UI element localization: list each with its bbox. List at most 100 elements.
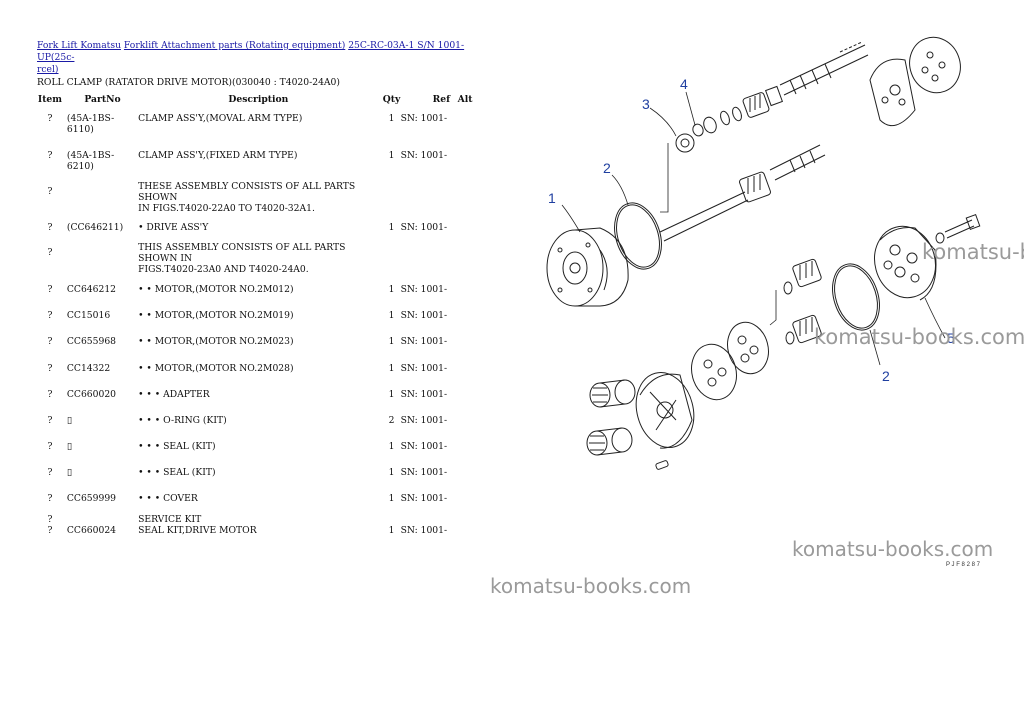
description-cell: • • • SEAL (KIT) — [138, 452, 383, 478]
callout-3: 3 — [642, 96, 650, 112]
item-cell: ? — [47, 284, 53, 295]
alt-cell — [456, 275, 474, 295]
item-cell: ? — [47, 310, 53, 321]
item-cell: ? — [47, 415, 53, 426]
partno-cell: CC14322 — [66, 363, 111, 374]
alt-cell — [456, 135, 474, 172]
description-line: • • • SEAL (KIT) — [138, 441, 216, 452]
qty-cell: 1 — [388, 284, 395, 295]
table-row: ? CC660020 • • • ADAPTER 1 SN: 1001- — [37, 374, 474, 400]
ref-cell: SN: 1001- — [400, 389, 448, 400]
breadcrumb: Fork Lift Komatsu Forklift Attachment pa… — [37, 40, 477, 76]
breadcrumb-link-fork-lift[interactable]: Fork Lift Komatsu — [37, 40, 121, 51]
item-cell: ? — [47, 247, 53, 258]
description-cell: THIS ASSEMBLY CONSISTS OF ALL PARTS SHOW… — [138, 233, 383, 275]
table-row: ? ▯ • • • SEAL (KIT) 1 SN: 1001- — [37, 452, 474, 478]
qty-cell: 1 — [388, 363, 395, 374]
parts-list-panel: Fork Lift Komatsu Forklift Attachment pa… — [37, 40, 477, 536]
description-line: IN FIGS.T4020-22A0 TO T4020-32A1. — [138, 203, 315, 214]
qty-cell: 1 — [383, 504, 401, 536]
partno-value: CC660024 — [66, 525, 117, 536]
drive-shaft-upper — [779, 41, 869, 96]
partno-cell: CC660024 — [63, 504, 138, 536]
ref-cell — [401, 233, 457, 275]
qty-cell: 1 — [388, 467, 395, 478]
table-row: ? THESE ASSEMBLY CONSISTS OF ALL PARTS S… — [37, 172, 474, 214]
ref-cell: SN: 1001- — [400, 363, 448, 374]
callout-2b: 2 — [882, 368, 890, 384]
table-row: ? CC655968 • • MOTOR,(MOTOR NO.2M023) 1 … — [37, 321, 474, 347]
description-cell: • • • ADAPTER — [138, 374, 383, 400]
item-cell: ? — [47, 222, 53, 233]
ref-cell: SN: 1001- — [400, 467, 448, 478]
item-cell: ? — [47, 389, 53, 400]
col-description: Description — [228, 93, 289, 105]
table-row: ? (CC646211) • DRIVE ASS'Y 1 SN: 1001- — [37, 214, 474, 233]
description-line: CLAMP ASS'Y,(FIXED ARM TYPE) — [138, 150, 298, 161]
description-cell: CLAMP ASS'Y,(MOVAL ARM TYPE) — [138, 107, 383, 135]
table-row: ? (45A-1BS-6110) CLAMP ASS'Y,(MOVAL ARM … — [37, 107, 474, 135]
description-line: SEAL KIT,DRIVE MOTOR — [138, 525, 257, 536]
exploded-parts-diagram: 1 2 3 4 2 5 P J F 8 2 8 7 — [546, 36, 981, 568]
ref-cell: SN: 1001- — [400, 493, 448, 504]
alt-cell — [456, 478, 474, 504]
description-line: • • MOTOR,(MOTOR NO.2M028) — [138, 363, 294, 374]
item-cell: ? — [47, 467, 53, 478]
qty-cell: 2 — [388, 415, 395, 426]
watermark: komatsu-books.com — [792, 537, 994, 561]
description-cell: • • MOTOR,(MOTOR NO.2M012) — [138, 275, 383, 295]
breadcrumb-link-model[interactable]: 25C-RC-03A-1 S/N 1001-UP(25c- — [37, 40, 465, 63]
qty-cell — [383, 172, 401, 214]
description-cell: • • MOTOR,(MOTOR NO.2M019) — [138, 295, 383, 321]
qty-cell: 1 — [388, 222, 395, 233]
bearing-set-lower — [769, 258, 822, 345]
col-ref: Ref — [432, 93, 451, 105]
partno-cell: CC646212 — [66, 284, 117, 295]
table-row: ? CC15016 • • MOTOR,(MOTOR NO.2M019) 1 S… — [37, 295, 474, 321]
bolt — [935, 214, 981, 244]
partno-cell — [63, 172, 138, 214]
item-cell: ? — [47, 363, 53, 374]
partno-cell: ▯ — [66, 415, 72, 426]
pin — [655, 460, 669, 470]
motor-cover — [874, 225, 937, 301]
partno-cell: (CC646211) — [66, 222, 124, 233]
ref-cell: SN: 1001- — [400, 336, 448, 347]
o-ring-lower — [832, 263, 880, 331]
watermark: komatsu-books.com — [922, 240, 1024, 264]
description-line: • • MOTOR,(MOTOR NO.2M019) — [138, 310, 294, 321]
partno-cell — [63, 233, 138, 275]
alt-cell — [456, 233, 474, 275]
qty-cell: 1 — [388, 150, 395, 161]
partno-cell: ▯ — [66, 441, 72, 452]
col-partno: PartNo — [84, 93, 121, 105]
qty-cell: 1 — [388, 336, 395, 347]
description-line: FIGS.T4020-23A0 AND T4020-24A0. — [138, 264, 309, 275]
parts-table: Item PartNo Description Qty Ref Alt ? (4… — [37, 91, 474, 537]
ref-cell — [401, 172, 457, 214]
alt-cell — [456, 295, 474, 321]
breadcrumb-link-attachment-parts[interactable]: Forklift Attachment parts (Rotating equi… — [123, 40, 346, 51]
adapter-body — [635, 372, 695, 449]
table-row: ? (45A-1BS-6210) CLAMP ASS'Y,(FIXED ARM … — [37, 135, 474, 172]
partno-cell: (45A-1BS-6110) — [66, 113, 115, 135]
item-value: ? — [47, 525, 53, 536]
alt-cell — [456, 374, 474, 400]
gear-left-upper — [589, 379, 636, 408]
partno-cell: (45A-1BS-6210) — [66, 150, 115, 172]
table-row: ? CC646212 • • MOTOR,(MOTOR NO.2M012) 1 … — [37, 275, 474, 295]
description-cell: THESE ASSEMBLY CONSISTS OF ALL PARTS SHO… — [138, 172, 383, 214]
gear-left-lower — [586, 427, 633, 456]
item-cell: ?? — [37, 504, 63, 536]
alt-cell — [456, 400, 474, 426]
partno-cell: ▯ — [66, 467, 72, 478]
breadcrumb-link-model-cont[interactable]: rcel) — [37, 64, 59, 75]
ref-cell: SN: 1001- — [400, 150, 448, 161]
ref-cell: SN: 1001- — [400, 415, 448, 426]
alt-cell — [456, 172, 474, 214]
ref-cell: SN: 1001- — [400, 284, 448, 295]
callout-5: 5 — [947, 330, 955, 346]
qty-cell: 1 — [388, 389, 395, 400]
table-row: ? ▯ • • • SEAL (KIT) 1 SN: 1001- — [37, 426, 474, 452]
